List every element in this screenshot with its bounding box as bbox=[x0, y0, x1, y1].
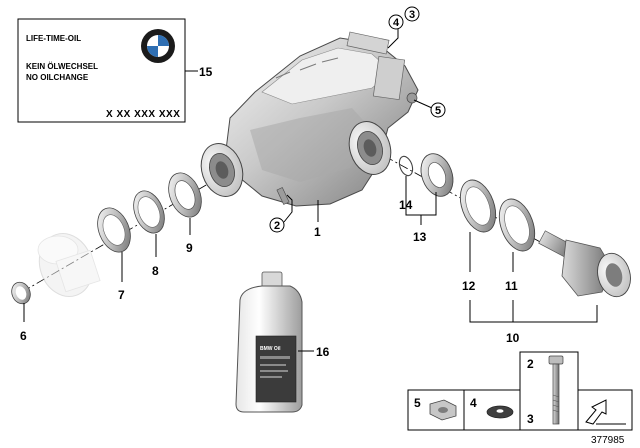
bottle-label-text: BMW Oil bbox=[260, 346, 281, 352]
callout-12: 12 bbox=[462, 279, 476, 293]
callout-4-circle bbox=[388, 14, 404, 30]
label-line-3: NO OILCHANGE bbox=[26, 73, 89, 82]
part-9-seal bbox=[168, 172, 202, 218]
legend-nut-num: 5 bbox=[414, 396, 421, 410]
housing-flange-left bbox=[200, 143, 244, 197]
callout-16: 16 bbox=[316, 345, 330, 359]
callout-5: 5 bbox=[435, 105, 441, 117]
part-13-seal bbox=[420, 153, 454, 197]
leader-2 bbox=[283, 194, 293, 223]
part-8-shim bbox=[133, 190, 165, 234]
label-line-1: LIFE-TIME-OIL bbox=[26, 34, 81, 43]
label-plate: LIFE-TIME-OIL KEIN ÖLWECHSEL NO OILCHANG… bbox=[17, 18, 186, 123]
part-12-ring bbox=[459, 179, 497, 233]
bmw-logo bbox=[141, 29, 175, 63]
phantom-flange bbox=[37, 233, 101, 297]
callout-8: 8 bbox=[152, 264, 159, 278]
callout-11: 11 bbox=[505, 279, 518, 293]
label-line-2: KEIN ÖLWECHSEL bbox=[26, 62, 98, 71]
callout-3-circle bbox=[404, 6, 420, 22]
part-6-ring bbox=[11, 281, 31, 305]
callout-14: 14 bbox=[399, 198, 413, 212]
callout-5-circle bbox=[430, 102, 446, 118]
leader-10 bbox=[469, 300, 598, 323]
label-part-number: X XX XXX XXX bbox=[106, 109, 180, 120]
callout-2: 2 bbox=[274, 220, 280, 232]
callout-9: 9 bbox=[186, 241, 193, 255]
callout-13: 13 bbox=[413, 230, 427, 244]
part-7-ring bbox=[97, 207, 131, 253]
legend-washer-num: 4 bbox=[470, 396, 477, 410]
direction-arrow-icon bbox=[585, 399, 626, 425]
callout-15: 15 bbox=[199, 65, 213, 79]
bolt-icon bbox=[548, 355, 564, 425]
washer-icon bbox=[486, 405, 514, 419]
callout-1: 1 bbox=[314, 225, 321, 239]
leader-5 bbox=[413, 99, 433, 109]
callout-7: 7 bbox=[118, 288, 125, 302]
differential-housing bbox=[200, 31, 419, 207]
hardware-legend: 2 3 5 4 bbox=[407, 351, 633, 431]
output-shaft bbox=[538, 230, 631, 298]
legend-bolt-num-top: 2 bbox=[527, 357, 534, 371]
part-14-oring bbox=[398, 155, 414, 177]
legend-bolt-num-bottom: 3 bbox=[527, 412, 534, 426]
callout-6: 6 bbox=[20, 329, 27, 343]
callout-3: 3 bbox=[409, 9, 415, 21]
callout-10: 10 bbox=[506, 331, 520, 345]
diagram-id: 377985 bbox=[591, 435, 625, 446]
callout-4: 4 bbox=[393, 17, 400, 29]
nut-icon bbox=[429, 399, 457, 421]
bolt-cell bbox=[519, 351, 579, 431]
oil-bottle: BMW Oil bbox=[235, 271, 303, 413]
housing-flange-right bbox=[348, 121, 392, 175]
part-11-ring bbox=[498, 198, 536, 252]
callout-2-circle bbox=[269, 217, 285, 233]
